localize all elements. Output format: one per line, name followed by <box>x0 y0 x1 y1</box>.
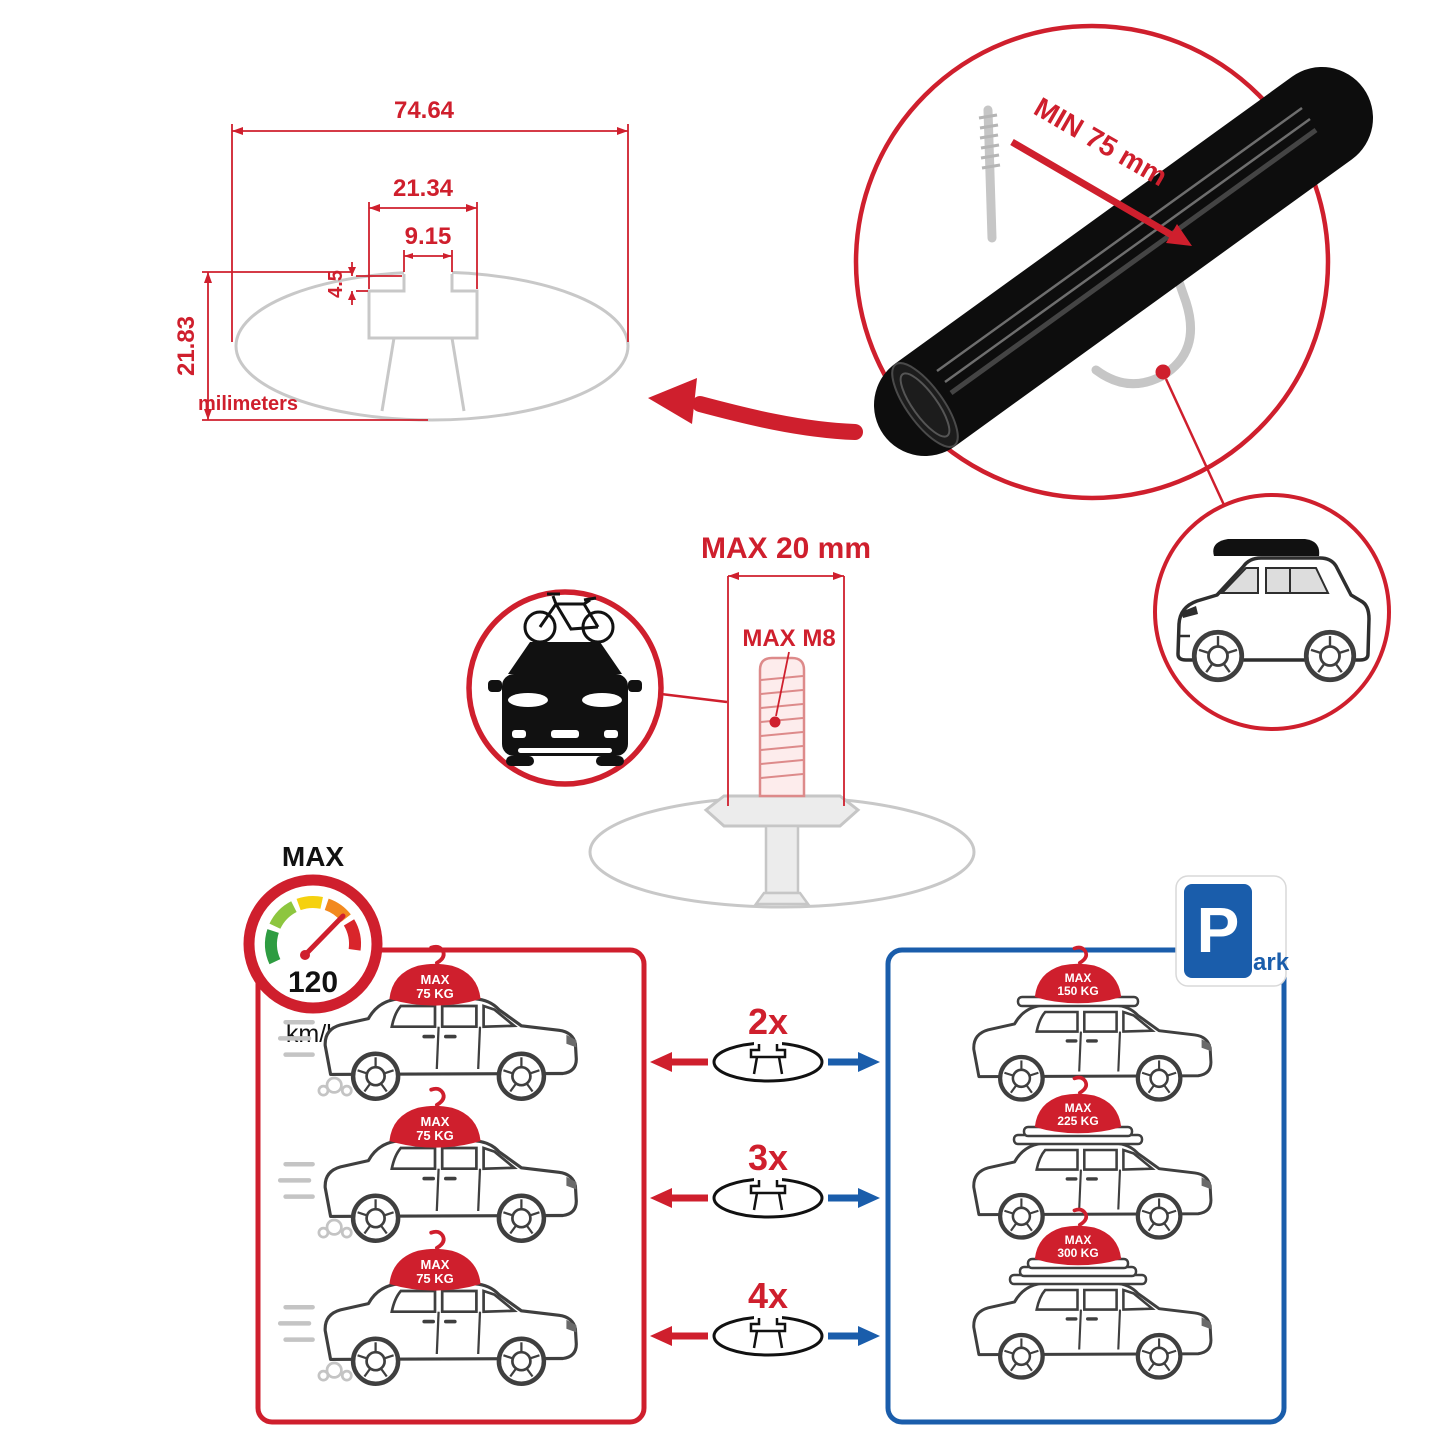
suv-windshield <box>1219 567 1259 594</box>
slot-opening-mask <box>404 268 452 291</box>
suv-front-wheel <box>1194 632 1242 680</box>
load-bubble-max: MAX <box>421 1257 450 1272</box>
tnut-shaft <box>764 824 800 895</box>
dim-slot-width: 9.15 <box>403 223 453 272</box>
profile-leg-left <box>380 337 396 412</box>
crossbar-detail-circle: MIN 75 mm <box>853 23 1373 506</box>
bolt-spec-diagram: MAX 20 mm MAX M8 <box>466 532 976 909</box>
parked-car-row-2: MAX 225 KG <box>974 1075 1211 1238</box>
multiplier-label: 3x <box>748 1137 788 1178</box>
load-comparison: MAX 120 km/h MAX 75 KG <box>243 841 1290 1425</box>
speedometer-icon <box>265 895 361 965</box>
clamp-pointer-dot <box>1155 364 1171 380</box>
suv-illustration <box>1176 539 1371 680</box>
connector-to-bolt <box>660 692 728 704</box>
dim-total-width-label: 74.64 <box>394 97 455 124</box>
multiplier-row-2: 3x <box>650 1137 880 1219</box>
tnut-plate <box>703 794 861 828</box>
multiplier-row-3: 4x <box>650 1275 880 1357</box>
crossbar-cross-section-icon <box>712 1312 824 1357</box>
car-front-icon <box>488 642 642 766</box>
dim-slot-depth-label: 4.5 <box>325 270 347 298</box>
dim-slot-depth: 4.5 <box>325 262 402 305</box>
driving-car-row-3: MAX 75 KG <box>280 1229 576 1384</box>
driving-car-row-2: MAX 75 KG <box>280 1086 576 1241</box>
parking-sign-letter: P <box>1197 894 1240 966</box>
dim-slot-width-label: 9.15 <box>405 223 452 250</box>
load-bubble-max: MAX <box>421 1114 450 1129</box>
connector-to-suv <box>1164 378 1226 506</box>
profile-t-slot <box>367 274 479 340</box>
speed-limit-gauge: MAX 120 km/h <box>243 841 383 1048</box>
arrow-to-diagram <box>648 378 863 440</box>
multiplier-row-1: 2x <box>650 1001 880 1083</box>
suv-rear-wheel <box>1306 632 1354 680</box>
suv-roofbox-circle <box>1153 493 1391 731</box>
load-bubble-max: MAX <box>1065 1233 1092 1247</box>
dim-channel-width-label: 21.34 <box>393 175 454 202</box>
driving-car-row-1: MAX 75 KG <box>280 944 576 1099</box>
suv-side-window <box>1265 567 1330 594</box>
multiplier-label: 4x <box>748 1275 788 1316</box>
unit-label: milimeters <box>198 393 298 415</box>
crossbar-end-cap <box>891 362 959 448</box>
dim-bolt-length: MAX 20 mm <box>701 532 871 806</box>
load-bubble-max: MAX <box>1065 971 1092 985</box>
parked-car-row-1: MAX 150 KG <box>974 945 1211 1100</box>
crossbar-cross-section-icon <box>712 1038 824 1083</box>
dim-total-width: 74.64 <box>231 97 629 342</box>
speed-value: 120 <box>288 966 338 999</box>
tnut-foot <box>753 891 811 906</box>
load-bubble-max: MAX <box>421 972 450 987</box>
suv-headlight <box>1181 606 1198 618</box>
roof-box <box>1213 539 1320 556</box>
parking-sign: P ark <box>1175 875 1290 987</box>
bolt-illustration <box>758 656 806 798</box>
dim-total-height: 21.83 <box>173 271 428 421</box>
load-bubble-weight: 75 KG <box>416 986 454 1001</box>
parking-sign-blue-square <box>1184 884 1252 978</box>
car-bike-circle <box>466 589 664 787</box>
load-bubble-weight: 75 KG <box>416 1128 454 1143</box>
multiplier-label: 2x <box>748 1001 788 1042</box>
dim-bolt-thread: MAX M8 <box>742 625 836 728</box>
speed-max-label: MAX <box>282 841 345 872</box>
dim-total-height-label: 21.83 <box>173 316 200 376</box>
crossbar-cross-section-icon <box>712 1174 824 1219</box>
crossbar <box>874 67 1373 456</box>
load-bubble-weight: 300 KG <box>1057 1246 1098 1260</box>
max-bolt-length-label: MAX 20 mm <box>701 532 871 565</box>
parked-car-row-3: MAX 300 KG <box>974 1207 1211 1378</box>
load-bubble-weight: 225 KG <box>1057 1114 1098 1128</box>
profile-leg-right <box>450 337 466 412</box>
speedometer-needle <box>302 913 346 958</box>
parking-sign-suffix: ark <box>1253 949 1290 976</box>
load-bubble-weight: 75 KG <box>416 1271 454 1286</box>
profile-dimension-diagram: 74.64 21.34 9.15 4.5 <box>173 97 863 440</box>
load-bubble-weight: 150 KG <box>1057 984 1098 998</box>
load-bubble-max: MAX <box>1065 1101 1092 1115</box>
dim-channel-width: 21.34 <box>368 175 478 289</box>
max-thread-label: MAX M8 <box>742 625 835 652</box>
